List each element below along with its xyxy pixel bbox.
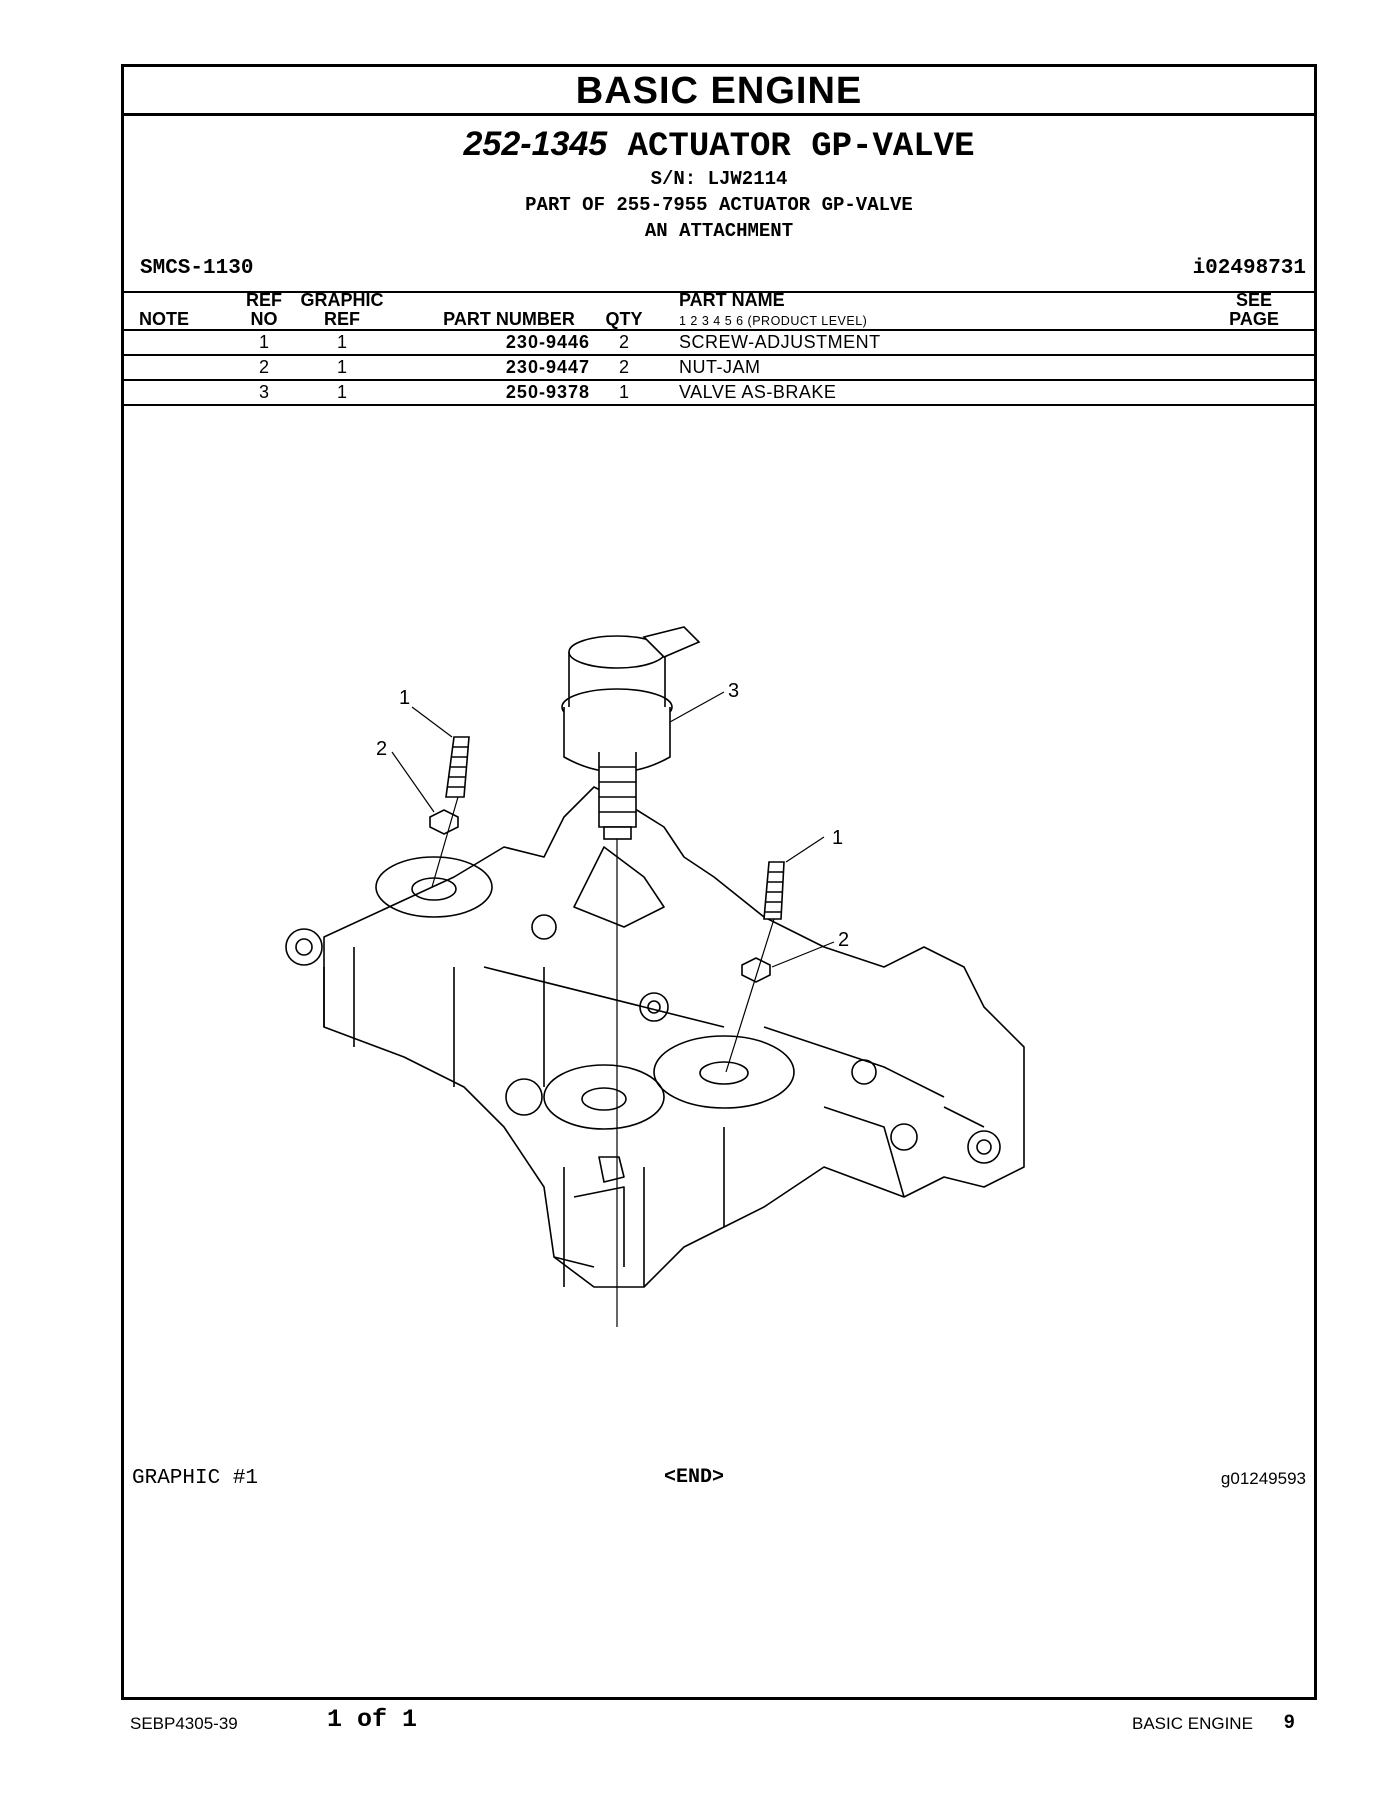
col-part-name: PART NAME — [679, 290, 785, 310]
callout-1: 1 — [399, 687, 410, 709]
graphic-id: g01249593 — [1220, 1469, 1306, 1488]
col-see-page: SEE PAGE — [1229, 290, 1279, 329]
exploded-view-illustration: 1 2 3 1 2 — [285, 626, 1025, 1327]
table-top-rule — [124, 291, 1314, 293]
row-rule — [124, 379, 1314, 381]
footer-section: BASIC ENGINE — [1132, 1714, 1253, 1733]
end-marker: <END> — [664, 1466, 725, 1489]
group-part-number: 252-1345 — [463, 125, 608, 163]
page-frame: BASIC ENGINE 252-1345 ACTUATOR GP-VALVE … — [121, 64, 1317, 1700]
group-title: 252-1345 ACTUATOR GP-VALVE — [124, 125, 1314, 166]
footer-page-number: 9 — [1284, 1712, 1295, 1733]
smcs-code: SMCS-1130 — [140, 257, 254, 280]
col-graphic-ref: GRAPHIC REF — [300, 290, 384, 329]
group-part-name: ACTUATOR GP-VALVE — [627, 128, 975, 166]
header-rule — [124, 329, 1314, 331]
callout-2: 2 — [376, 738, 387, 760]
callout-2: 2 — [838, 929, 849, 951]
footer-page-of: 1 of 1 — [327, 1705, 418, 1734]
attachment-line: AN ATTACHMENT — [644, 220, 794, 242]
graphic-label: GRAPHIC #1 — [132, 1467, 259, 1490]
part-of-line: PART OF 255-7955 ACTUATOR GP-VALVE — [525, 194, 913, 216]
section-title: BASIC ENGINE — [124, 67, 1314, 116]
footer-doc-number: SEBP4305-39 — [130, 1714, 238, 1733]
col-qty: QTY — [605, 309, 643, 329]
col-note: NOTE — [138, 309, 189, 329]
serial-number: S/N: LJW2114 — [650, 168, 788, 190]
callout-1: 1 — [832, 827, 843, 849]
product-level: 1 2 3 4 5 6 (PRODUCT LEVEL) — [679, 314, 868, 328]
col-part-number: PART NUMBER — [443, 309, 575, 329]
row-rule — [124, 354, 1314, 356]
callout-3: 3 — [728, 680, 739, 702]
row-rule — [124, 404, 1314, 406]
document-id: i02498731 — [1192, 257, 1306, 280]
col-ref-no: REF NO — [246, 290, 282, 329]
